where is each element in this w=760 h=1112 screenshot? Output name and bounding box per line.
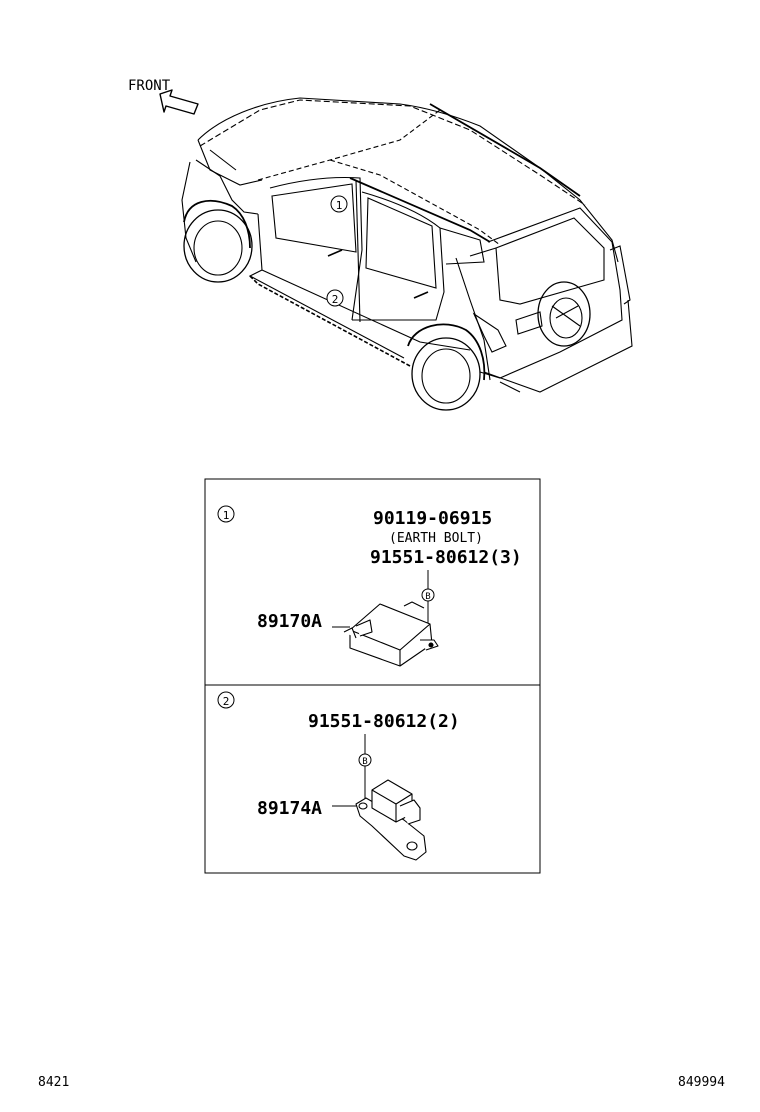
vehicle-callout-2-number: 2 bbox=[332, 293, 339, 306]
component-part-number-2: 89174A bbox=[257, 798, 322, 819]
section-2: 2 91551-80612(2) B 89174A bbox=[217, 691, 460, 861]
vehicle-callout-2: 2 bbox=[326, 289, 344, 307]
bolt-description: (EARTH BOLT) bbox=[389, 531, 483, 546]
airbag-sensor-module bbox=[343, 601, 439, 667]
front-arrow-icon bbox=[159, 89, 199, 115]
component-part-number-1: 89170A bbox=[257, 611, 322, 632]
bolt-part-number: 90119-06915 bbox=[373, 508, 492, 529]
footer-left-code: 8421 bbox=[38, 1075, 69, 1090]
section-1: 1 90119-06915 (EARTH BOLT) 91551-80612(3… bbox=[217, 505, 522, 667]
front-label: FRONT bbox=[128, 78, 171, 94]
vehicle-callout-1-number: 1 bbox=[336, 199, 343, 212]
section-1-index: 1 bbox=[223, 509, 230, 522]
impact-sensor-bracket bbox=[355, 779, 427, 861]
clip-marker-2-label: B bbox=[362, 757, 367, 767]
front-arrow: FRONT bbox=[128, 78, 199, 115]
clip-part-number-1: 91551-80612(3) bbox=[370, 547, 522, 568]
clip-part-number-2: 91551-80612(2) bbox=[308, 711, 460, 732]
vehicle-callout-1: 1 bbox=[330, 195, 348, 213]
parts-table bbox=[204, 478, 541, 874]
clip-marker-1-label: B bbox=[425, 592, 430, 602]
vehicle-illustration bbox=[181, 97, 633, 411]
parts-table-frame bbox=[204, 478, 541, 874]
footer-right-code: 849994 bbox=[678, 1075, 725, 1090]
section-2-index: 2 bbox=[223, 695, 230, 708]
